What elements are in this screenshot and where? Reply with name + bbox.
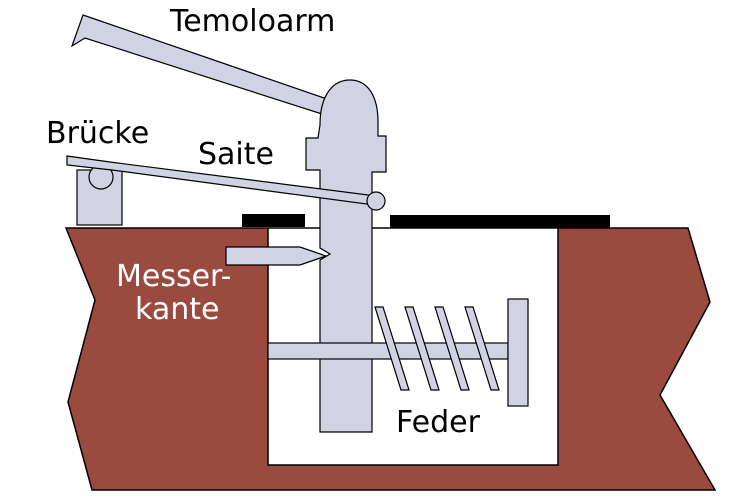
label-bridge: Brücke [46, 116, 149, 151]
spring-anchor [508, 299, 528, 406]
string-anchor [367, 192, 385, 210]
label-knife-edge-line2: kante [135, 292, 219, 327]
knife-edge [226, 247, 326, 265]
label-knife-edge-line1: Messer- [116, 259, 231, 294]
label-tremolo-arm: Temoloarm [169, 4, 335, 39]
label-string: Saite [198, 137, 274, 172]
top-plate-right [390, 215, 610, 228]
top-plate-left [242, 214, 305, 227]
label-spring: Feder [396, 405, 481, 440]
